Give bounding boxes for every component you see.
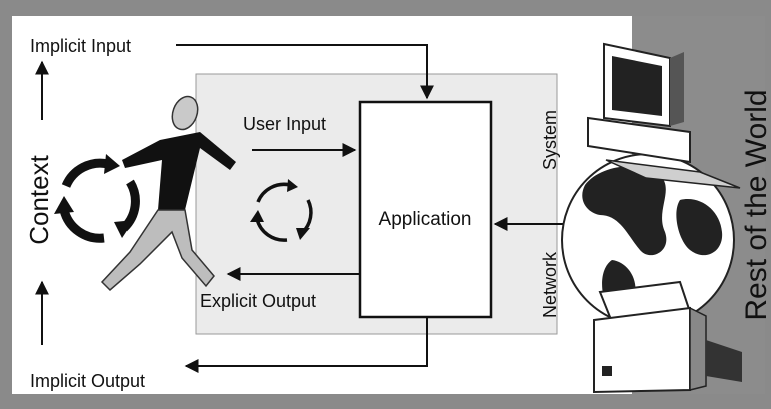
- explicit-output-label: Explicit Output: [200, 291, 316, 311]
- globe-icon: [561, 153, 735, 327]
- implicit-input-label: Implicit Input: [30, 36, 131, 56]
- context-label: Context: [24, 154, 54, 244]
- printer-icon: [593, 280, 742, 394]
- computer-icon: [587, 42, 741, 189]
- implicit-output-label: Implicit Output: [30, 371, 145, 391]
- system-label: System: [540, 110, 560, 170]
- rest-of-world-label: Rest of the World: [740, 89, 771, 320]
- cycle-arrows-icon: [250, 179, 313, 242]
- person-icon: [100, 95, 236, 292]
- implicit-output-arrow: [184, 317, 428, 373]
- network-label: Network: [540, 251, 560, 318]
- cycle-arrows-icon: [54, 154, 140, 243]
- application-label: Application: [379, 209, 472, 230]
- implicit-input-arrow: [176, 44, 434, 100]
- user-input-label: User Input: [243, 114, 326, 134]
- application-box: [358, 100, 493, 319]
